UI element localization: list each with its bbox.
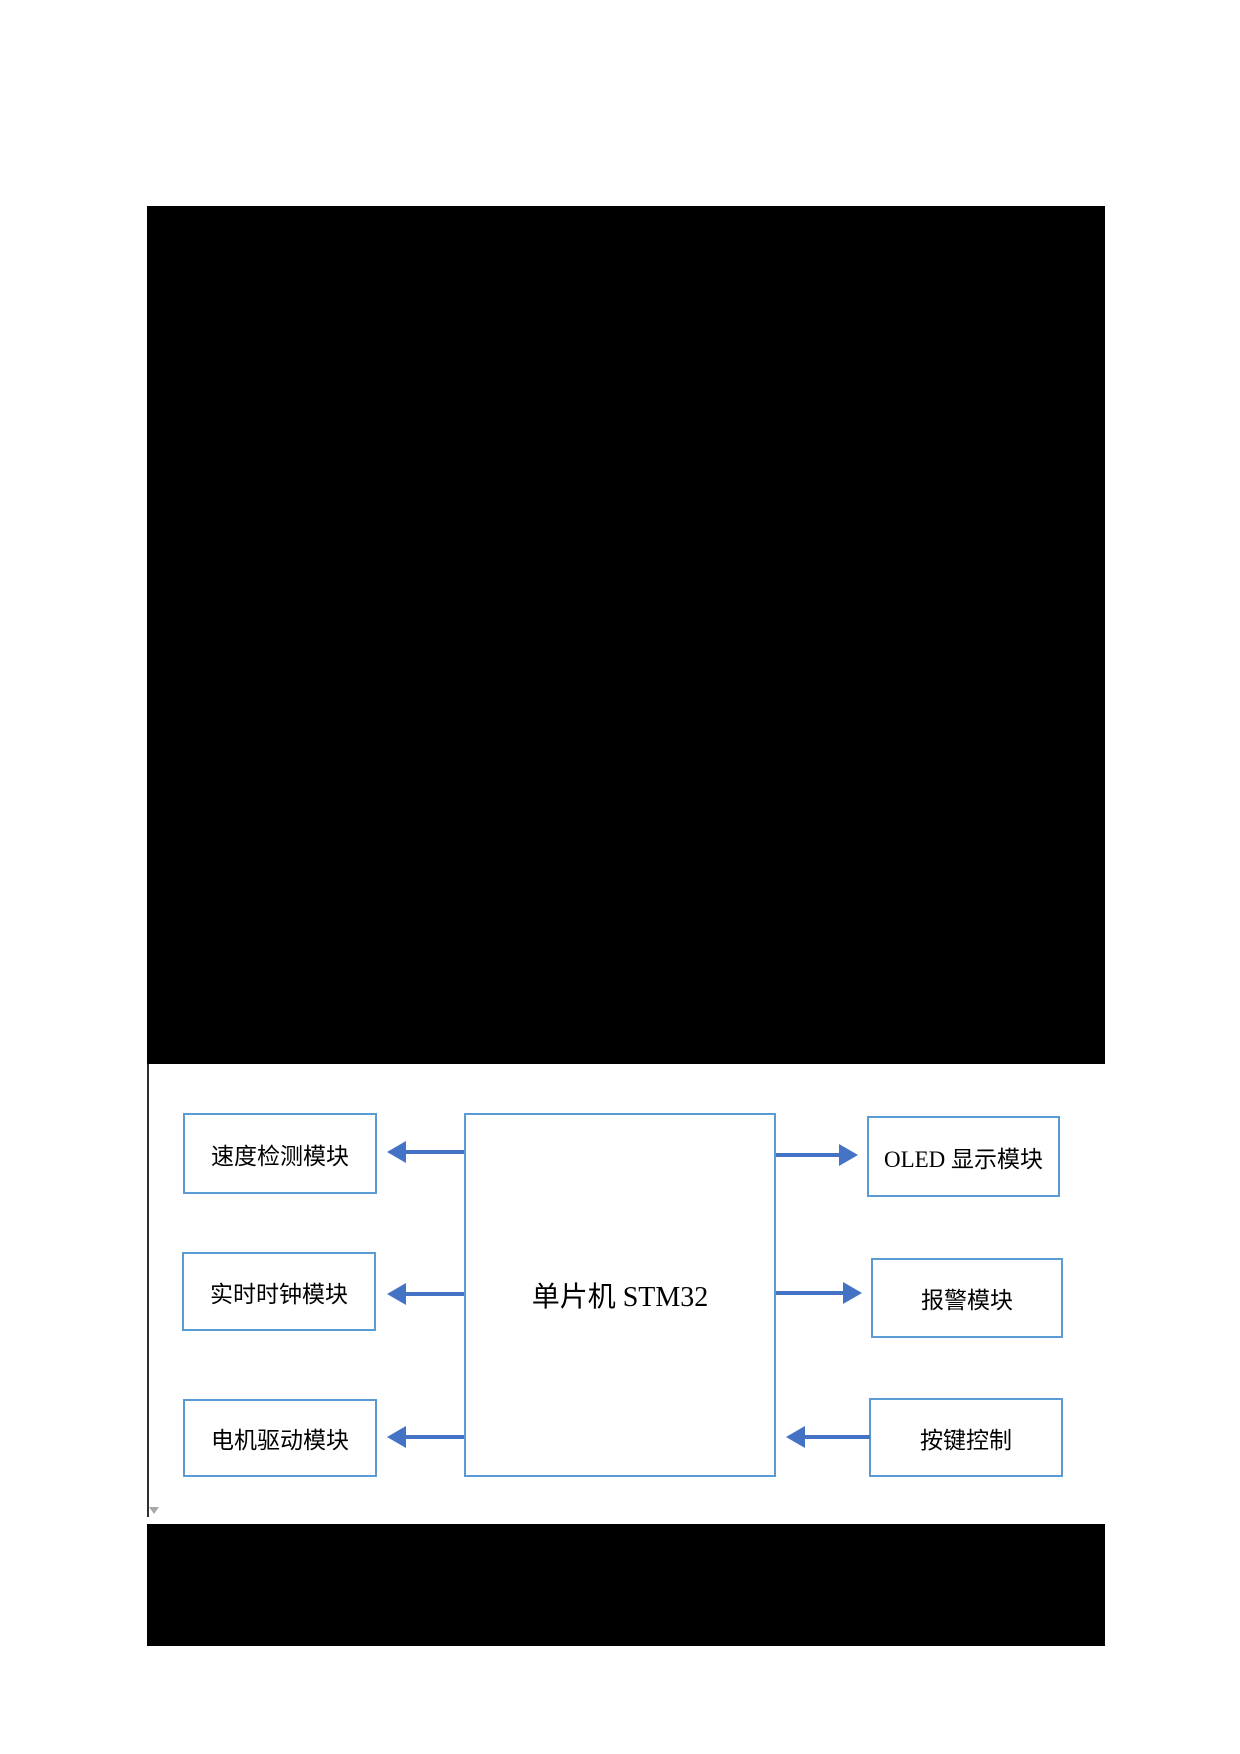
speed-detect-module-label: 速度检测模块: [211, 1143, 349, 1169]
key-control-label: 按键控制: [920, 1427, 1012, 1453]
speed-detect-module-box: 速度检测模块: [183, 1113, 377, 1194]
arrow-mcu-to-alarm: [776, 1282, 862, 1304]
alarm-module-label: 报警模块: [921, 1288, 1013, 1313]
arrow-line: [776, 1291, 846, 1295]
arrow-key-control-to-mcu: [786, 1426, 870, 1448]
rtc-module-box: 实时时钟模块: [182, 1252, 376, 1331]
mcu-box: 单片机 STM32: [464, 1113, 776, 1477]
arrow-line: [776, 1153, 842, 1157]
arrow-line: [403, 1292, 464, 1296]
arrowhead-right-icon: [839, 1144, 858, 1166]
alarm-module-box: 报警模块: [871, 1258, 1063, 1338]
arrowhead-left-icon: [387, 1283, 406, 1305]
oled-display-module-label: OLED 显示模块: [883, 1146, 1044, 1172]
arrow-mcu-to-rtc: [387, 1283, 464, 1305]
left-border-line: [147, 1064, 149, 1517]
motor-drive-module-box: 电机驱动模块: [183, 1399, 377, 1477]
key-control-box: 按键控制: [869, 1398, 1063, 1477]
oled-display-module-box: OLED 显示模块: [867, 1116, 1060, 1197]
mcu-label: 单片机 STM32: [531, 1282, 709, 1313]
arrowhead-left-icon: [786, 1426, 805, 1448]
triangle-down-icon: [149, 1507, 159, 1514]
redacted-figure-top: [147, 206, 1105, 1064]
arrow-line: [802, 1435, 870, 1439]
arrow-line: [403, 1435, 464, 1439]
motor-drive-module-label: 电机驱动模块: [211, 1428, 349, 1453]
arrowhead-right-icon: [843, 1282, 862, 1304]
arrow-mcu-to-motor-drive: [387, 1426, 464, 1448]
arrowhead-left-icon: [387, 1141, 406, 1163]
arrow-line: [403, 1150, 464, 1154]
arrowhead-left-icon: [387, 1426, 406, 1448]
rtc-module-label: 实时时钟模块: [210, 1281, 348, 1307]
arrow-mcu-to-oled-display: [776, 1144, 858, 1166]
redacted-figure-bottom: [147, 1524, 1105, 1646]
arrow-mcu-to-speed-detect: [387, 1141, 464, 1163]
